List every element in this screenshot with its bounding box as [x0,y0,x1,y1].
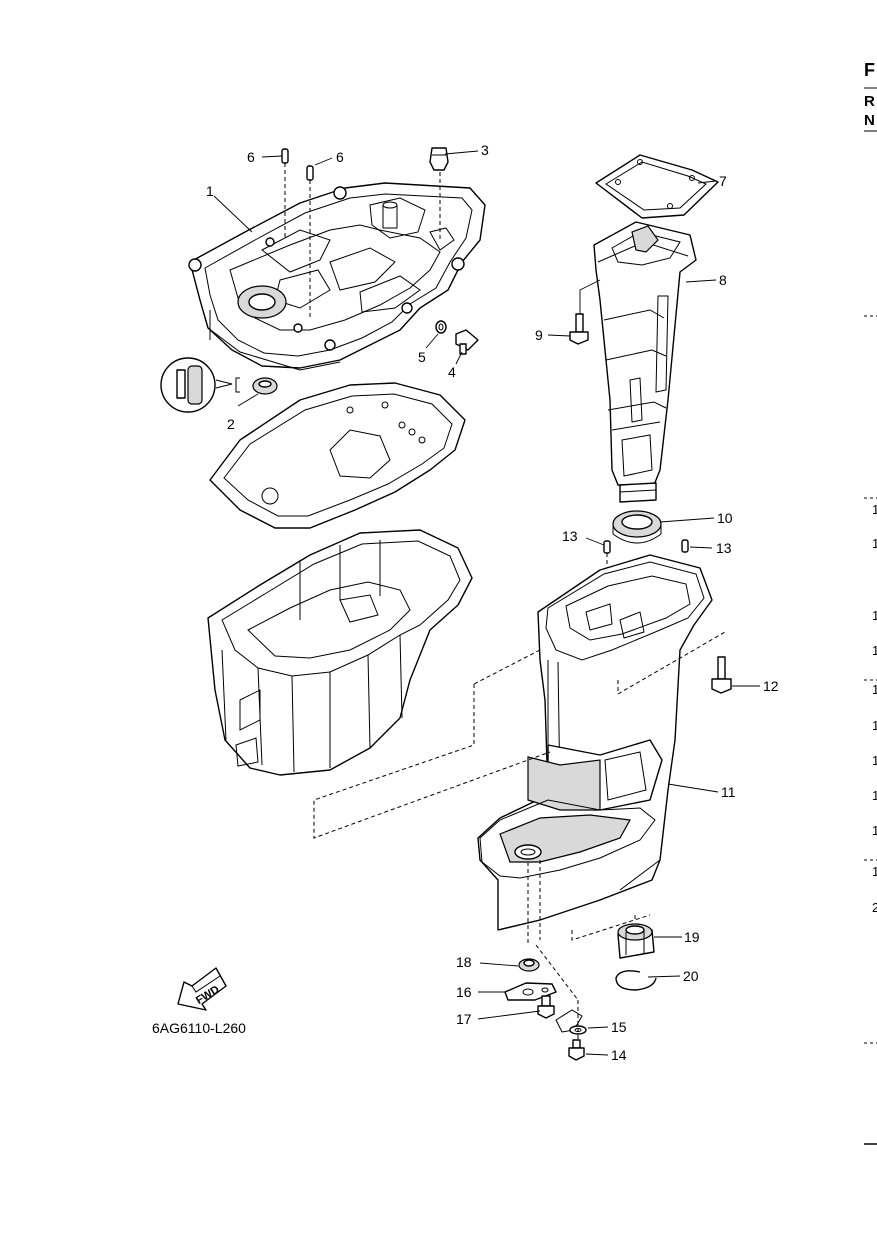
callout-9: 9 [535,327,543,343]
callout-6a: 6 [247,149,255,165]
fwd-arrow: FWD [177,967,227,1011]
edge-header-f: F [864,60,875,80]
part-casing-gasket [209,382,466,529]
part-drain-plug [435,320,479,355]
callout-1: 1 [206,183,214,199]
edge-row-8: 1 [872,788,877,803]
callout-labels: 1 2 3 4 5 6 6 7 8 9 10 11 12 13 13 14 15… [206,142,779,1063]
diagram-code: 6AG6110-L260 [152,1020,246,1036]
callout-19: 19 [684,929,700,945]
part-bolt-12 [711,656,732,694]
callout-20: 20 [683,968,699,984]
part-grommet [429,147,449,240]
part-grommet-19 [617,915,655,959]
part-exhaust-gasket [595,154,719,219]
callout-14: 14 [611,1047,627,1063]
edge-header-r: R [864,93,875,110]
leader-lines [213,150,760,1056]
callout-5: 5 [418,349,426,365]
right-edge-clip: F R N 1 1 1 1 1 1 1 1 1 1 2 [864,60,877,1145]
part-oil-pan [207,529,473,776]
callout-6b: 6 [336,149,344,165]
edge-row-4: 1 [872,643,877,658]
callout-11: 11 [721,784,736,800]
callout-4: 4 [448,364,456,380]
edge-header-n: N [864,112,875,129]
callout-15: 15 [611,1019,627,1035]
callout-17: 17 [456,1011,472,1027]
callout-8: 8 [719,272,727,288]
part-seal-ring [612,510,662,544]
callout-10: 10 [717,510,733,526]
part-dowel-pins-top [281,148,314,320]
part-exhaust-guide [593,221,697,503]
part-oil-seal [160,357,278,413]
callout-16: 16 [456,984,472,1000]
callout-7: 7 [719,173,727,189]
callout-2: 2 [227,416,235,432]
edge-row-7: 1 [872,753,877,768]
edge-row-1: 1 [872,502,877,517]
callout-3: 3 [481,142,489,158]
edge-row-6: 1 [872,718,877,733]
edge-row-5: 1 [872,682,877,697]
part-small-fasteners [504,944,587,1061]
part-drive-shaft-housing [477,554,713,945]
edge-row-10: 1 [872,864,877,879]
part-bolt-9 [569,279,601,345]
edge-row-2: 1 [872,536,877,551]
callout-13a: 13 [562,528,578,544]
callout-18: 18 [456,954,472,970]
callout-13b: 13 [716,540,732,556]
edge-row-11: 2 [872,900,877,915]
edge-row-3: 1 [872,608,877,623]
part-upper-casing [188,182,486,371]
edge-row-9: 1 [872,823,877,838]
part-circlip-20 [615,970,657,991]
callout-12: 12 [763,678,779,694]
alignment-lines [313,631,726,941]
